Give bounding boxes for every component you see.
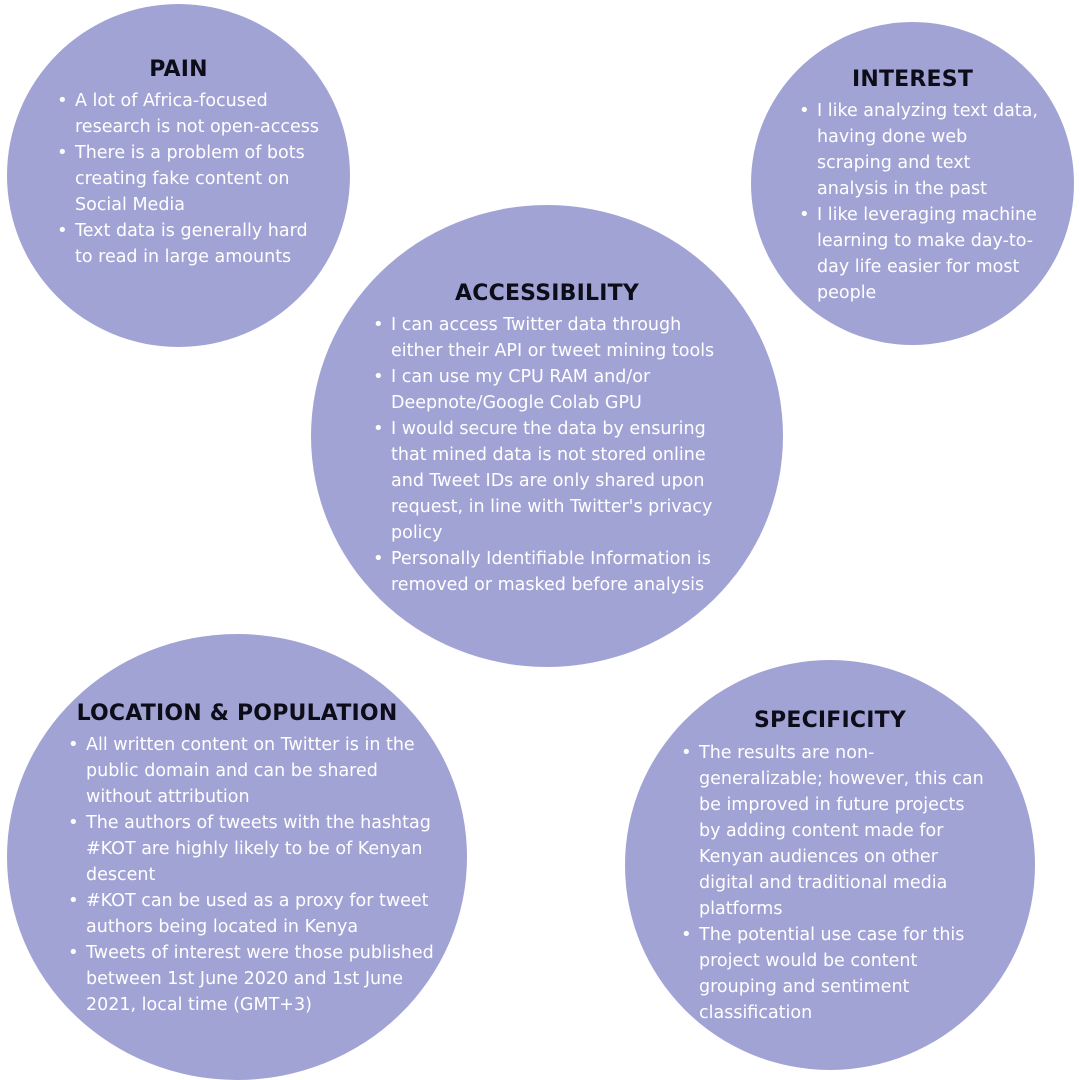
list-item: I can use my CPU RAM and/or Deepnote/Goo… [369,364,729,416]
list-item: Tweets of interest were those published … [64,940,434,1018]
list-item: There is a problem of bots creating fake… [53,140,323,218]
specificity-title: SPECIFICITY [753,708,906,733]
list-item: #KOT can be used as a proxy for tweet au… [64,888,434,940]
list-item: All written content on Twitter is in the… [64,732,434,810]
list-item: The potential use case for this project … [677,922,987,1026]
list-item: I would secure the data by ensuring that… [369,416,729,546]
list-item: I can access Twitter data through either… [369,312,729,364]
pain-title: PAIN [149,57,208,82]
circle-interest: INTEREST I like analyzing text data, hav… [751,22,1074,345]
list-item: I like leveraging machine learning to ma… [795,202,1045,306]
location-title: LOCATION & POPULATION [76,701,398,726]
list-item: A lot of Africa-focused research is not … [53,88,323,140]
specificity-list: The results are non-generalizable; howev… [677,740,987,1026]
interest-title: INTEREST [851,67,974,92]
circle-location-population: LOCATION & POPULATION All written conten… [7,634,467,1080]
list-item: The results are non-generalizable; howev… [677,740,987,922]
circle-pain: PAIN A lot of Africa-focused research is… [7,4,350,347]
circle-accessibility: ACCESSIBILITY I can access Twitter data … [311,205,783,667]
list-item: The authors of tweets with the hashtag #… [64,810,434,888]
interest-list: I like analyzing text data, having done … [795,98,1045,306]
accessibility-list: I can access Twitter data through either… [369,312,729,598]
accessibility-title: ACCESSIBILITY [455,281,639,306]
circle-specificity: SPECIFICITY The results are non-generali… [625,660,1035,1070]
list-item: Personally Identifiable Information is r… [369,546,729,598]
location-list: All written content on Twitter is in the… [64,732,434,1018]
list-item: I like analyzing text data, having done … [795,98,1045,202]
pain-list: A lot of Africa-focused research is not … [53,88,323,270]
list-item: Text data is generally hard to read in l… [53,218,323,270]
